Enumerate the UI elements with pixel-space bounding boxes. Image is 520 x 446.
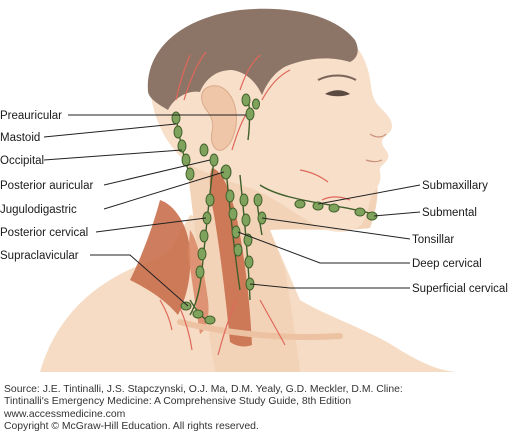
label-submaxillary: Submaxillary xyxy=(422,180,488,192)
node-superficial-cervical xyxy=(244,255,254,269)
node-supraclavicular xyxy=(180,301,192,311)
label-supraclavicular: Supraclavicular xyxy=(0,250,79,262)
node-occipital xyxy=(181,153,191,167)
node-preauricular xyxy=(241,93,251,107)
node-submental xyxy=(354,207,366,217)
node-preauricular xyxy=(252,98,260,110)
node-deep-cervical xyxy=(233,243,243,257)
node-occipital xyxy=(177,139,187,153)
leader-supraclavicular xyxy=(90,254,189,307)
leader-submaxillary xyxy=(317,184,421,205)
label-tonsillar: Tonsillar xyxy=(412,234,454,246)
trapezius-muscle xyxy=(130,200,191,315)
node-preauricular xyxy=(245,107,255,121)
leader-occipital xyxy=(43,149,183,161)
node-mastoid xyxy=(173,125,183,139)
source-caption: Source: J.E. Tintinalli, J.S. Stapczynsk… xyxy=(4,384,516,433)
node-posterior-auricular xyxy=(199,143,209,157)
node-posterior-cervical xyxy=(197,247,207,261)
label-preauricular: Preauricular xyxy=(0,110,62,122)
node-posterior-cervical xyxy=(195,265,205,279)
node-occipital xyxy=(185,167,195,181)
node-posterior-cervical xyxy=(205,193,215,207)
node-supraclavicular xyxy=(192,309,204,319)
node-tonsillar xyxy=(253,193,263,207)
sternocleidomastoid-muscle xyxy=(209,168,252,347)
clavicle xyxy=(177,319,343,341)
lymph-flow-arrows xyxy=(159,51,351,356)
node-deep-cervical xyxy=(225,189,235,203)
leader-posterior-auricular xyxy=(103,159,211,186)
leader-deep-cervical xyxy=(237,231,410,264)
label-jugulodigastric: Jugulodigastric xyxy=(0,204,77,216)
label-posterior-auricular: Posterior auricular xyxy=(0,180,93,192)
caption-source: Source: J.E. Tintinalli, J.S. Stapczynsk… xyxy=(4,384,403,395)
leader-superficial-cervical xyxy=(249,283,410,289)
leader-mastoid xyxy=(43,123,177,138)
node-supraclavicular xyxy=(204,315,216,325)
node-submaxillary xyxy=(294,199,306,209)
leader-tonsillar xyxy=(261,217,411,240)
node-superficial-cervical xyxy=(241,213,251,227)
label-submental: Submental xyxy=(422,207,477,219)
nostril xyxy=(369,133,387,138)
node-posterior-auricular xyxy=(209,153,219,167)
hair xyxy=(147,8,358,110)
scalene-muscle xyxy=(188,230,209,334)
node-submaxillary xyxy=(328,203,340,213)
lymph-nodes xyxy=(171,93,378,325)
eye xyxy=(325,90,350,97)
node-deep-cervical xyxy=(231,225,241,239)
label-posterior-cervical: Posterior cervical xyxy=(0,227,88,239)
caption-website: www.accessmedicine.com xyxy=(4,408,126,420)
node-superficial-cervical xyxy=(239,193,249,207)
node-deep-cervical xyxy=(228,207,238,221)
caption-copyright: Copyright © McGraw-Hill Education. All r… xyxy=(4,420,259,432)
leader-posterior-cervical xyxy=(95,217,207,233)
label-deep-cervical: Deep cervical xyxy=(412,258,482,270)
leader-jugulodigastric xyxy=(103,171,225,210)
label-occipital: Occipital xyxy=(0,155,44,167)
leader-submental xyxy=(373,211,421,217)
mouth xyxy=(365,159,383,163)
label-mastoid: Mastoid xyxy=(0,132,40,144)
node-jugulodigastric xyxy=(220,164,232,180)
ear xyxy=(201,85,237,151)
node-mastoid xyxy=(171,111,181,125)
eyebrow xyxy=(317,74,357,81)
label-superficial-cervical: Superficial cervical xyxy=(412,283,508,295)
node-posterior-cervical xyxy=(199,229,209,243)
caption-book: Tintinalli's Emergency Medicine: A Compr… xyxy=(4,396,351,408)
